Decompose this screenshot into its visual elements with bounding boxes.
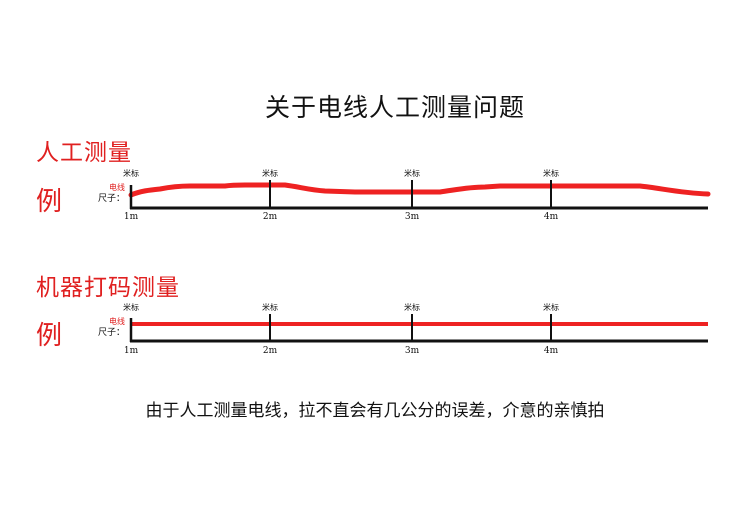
manual-example-label: 例 [36,187,63,217]
manual-marker-label: 米标 [123,168,139,178]
machine-tick-label: 2m [263,346,278,356]
machine-marker-label: 米标 [123,302,139,312]
machine-measure-heading: 机器打码测量 [36,275,180,301]
manual-wire-label: 电线 [109,182,125,192]
manual-measure-heading: 人工测量 [36,140,132,166]
manual-tick-label: 4m [544,212,559,222]
machine-marker-label: 米标 [262,302,278,312]
manual-ruler-label: 尺子： [98,193,125,204]
manual-marker-label: 米标 [404,168,420,178]
manual-marker-label: 米标 [262,168,278,178]
manual-measure-diagram: 电线 尺子： 米标 米标 米标 米标 1m 2m 3m 4m [98,168,711,222]
footer-note: 由于人工测量电线，拉不直会有几公分的误差，介意的亲慎拍 [145,401,605,421]
manual-tick-label: 2m [263,212,278,222]
manual-marker-label: 米标 [543,168,559,178]
machine-ruler-label: 尺子： [98,327,125,338]
manual-tick-label: 1m [124,212,139,222]
machine-tick-label: 4m [544,346,559,356]
machine-example-label: 例 [36,321,63,351]
machine-marker-label: 米标 [404,302,420,312]
manual-tick-label: 3m [405,212,420,222]
machine-marker-label: 米标 [543,302,559,312]
machine-tick-label: 1m [124,346,139,356]
machine-wire-label: 电线 [109,316,125,326]
machine-tick-label: 3m [405,346,420,356]
machine-measure-diagram: 电线 尺子： 米标 米标 米标 米标 1m 2m 3m 4m [98,302,708,356]
manual-wire-line [128,182,711,198]
page-title: 关于电线人工测量问题 [264,93,525,122]
